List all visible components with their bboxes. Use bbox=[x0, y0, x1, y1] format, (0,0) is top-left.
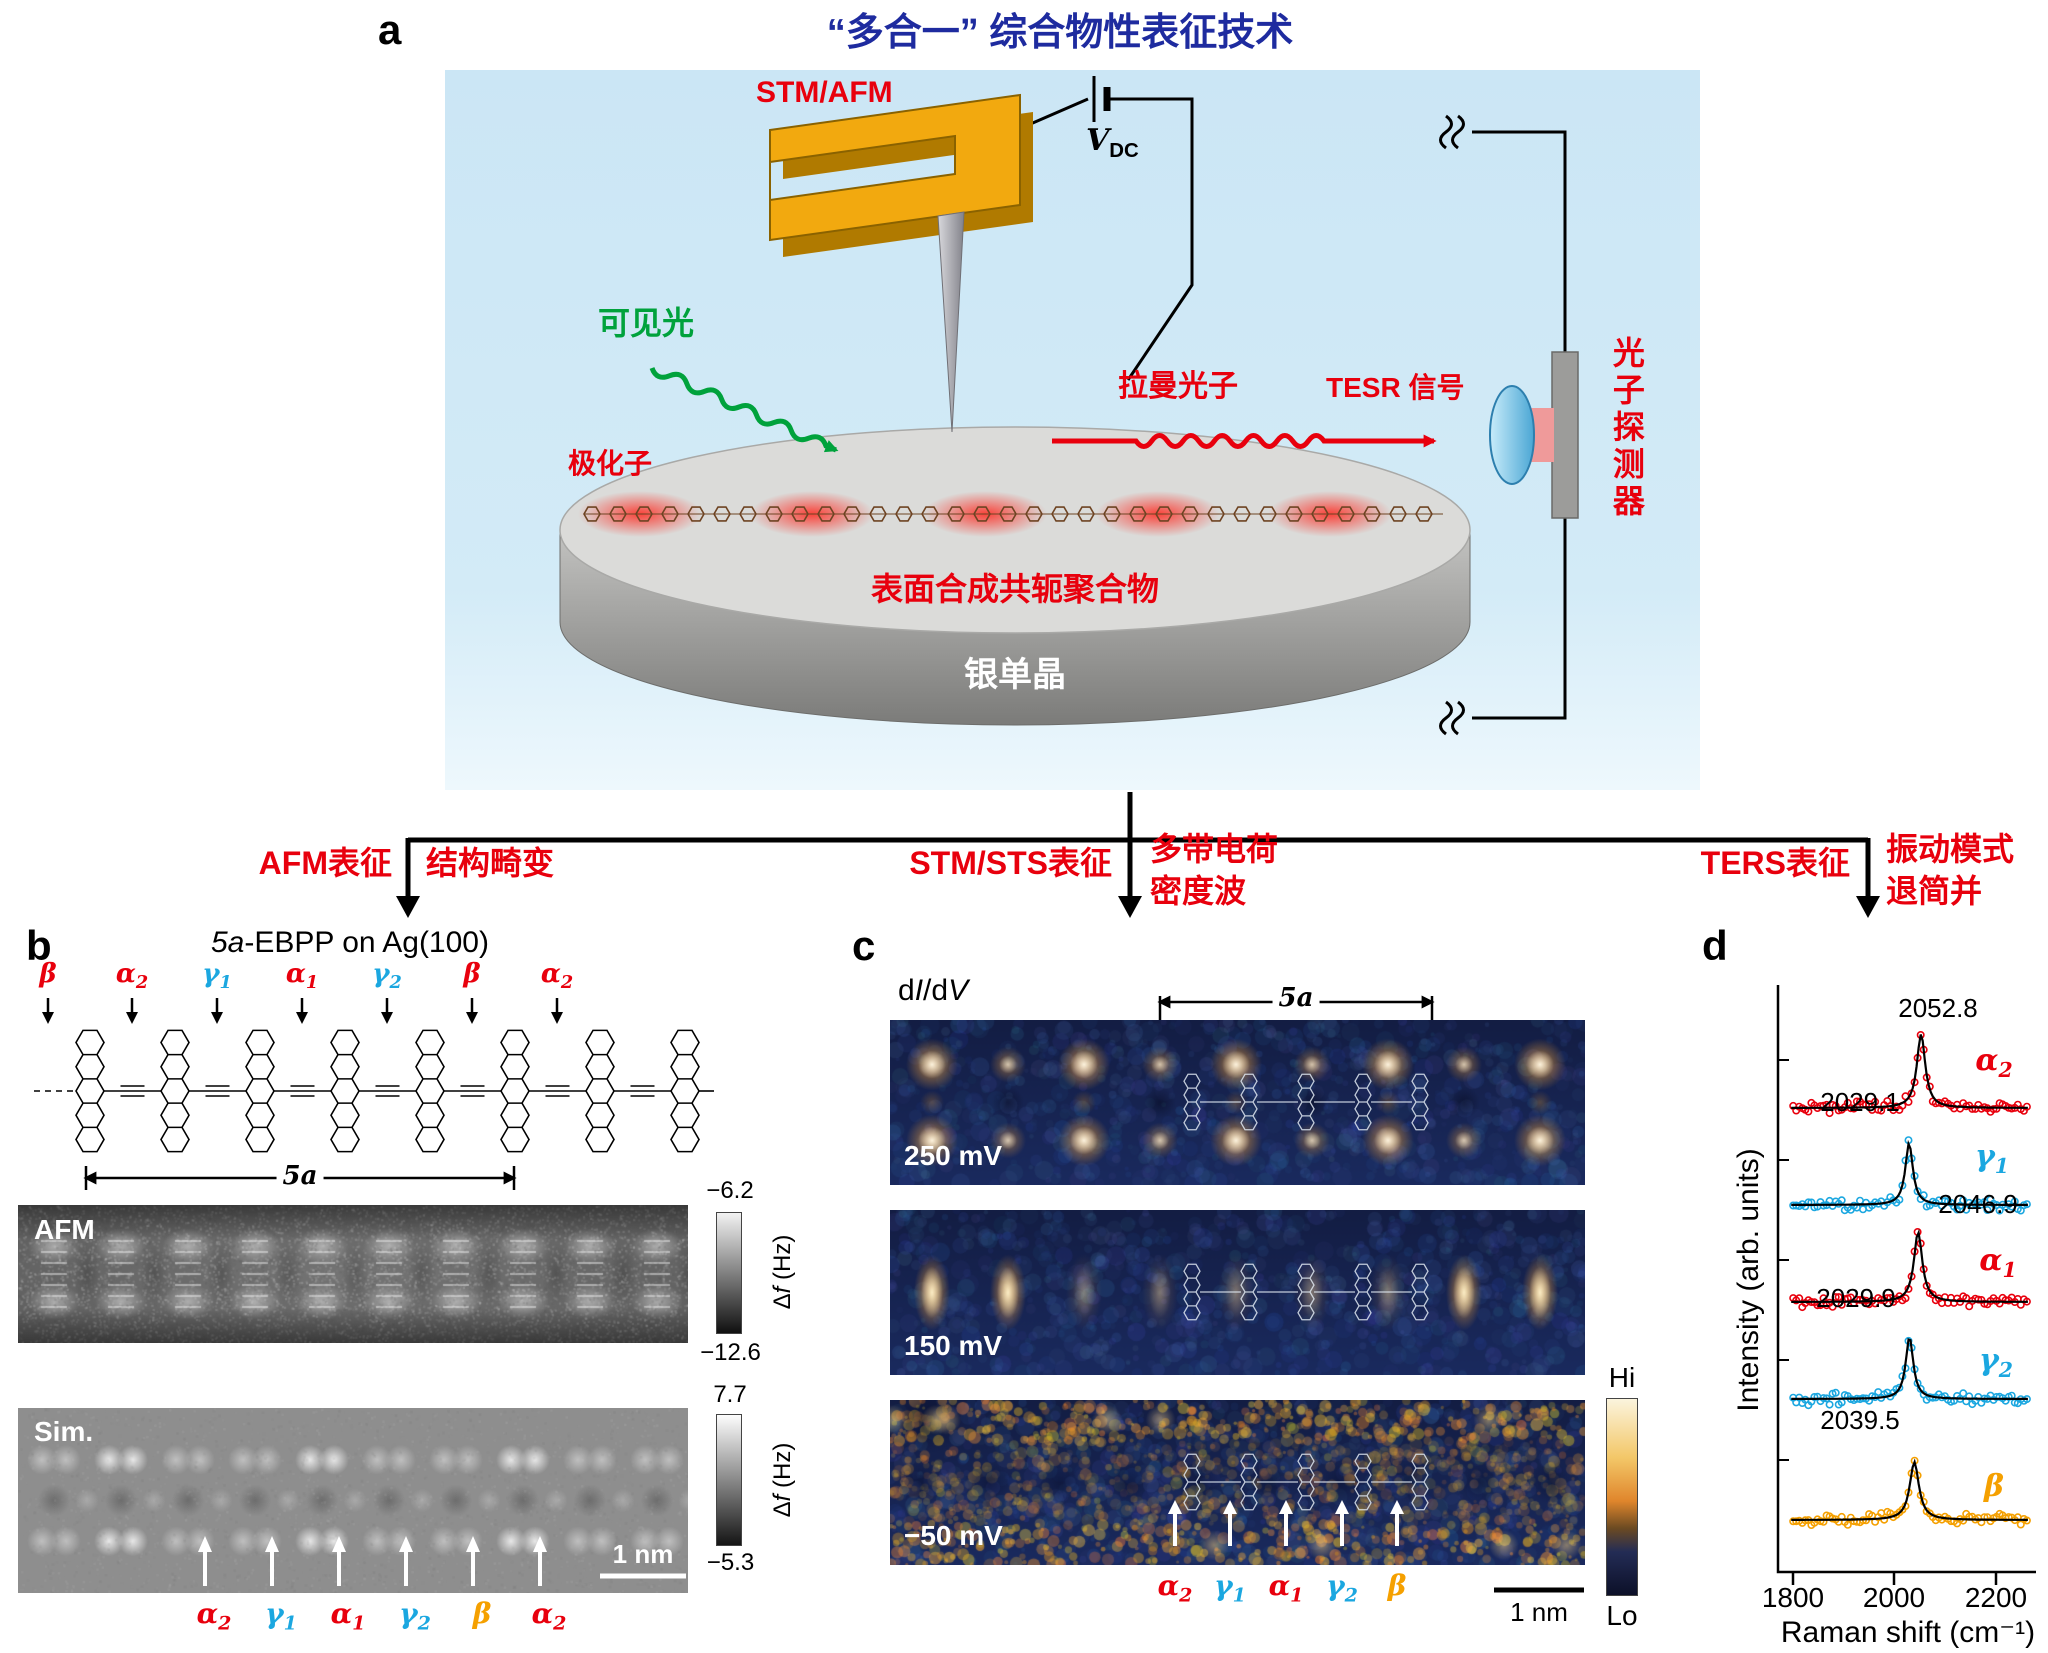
vdc-label: VDC bbox=[1086, 124, 1139, 163]
visible-light-label: 可见光 bbox=[598, 305, 695, 341]
panel-b-title-5a: 5a bbox=[211, 926, 245, 959]
branch-afm-result: 结构畸变 bbox=[426, 845, 555, 881]
polaron-label: 极化子 bbox=[568, 448, 653, 479]
x-tick-2000: 2000 bbox=[1862, 1582, 1926, 1613]
peak-mode-4: β bbox=[1984, 1469, 2004, 1504]
bond-label-b-1: α2 bbox=[115, 959, 149, 994]
panel-b-letter: b bbox=[26, 922, 52, 969]
didv-colorbar bbox=[1606, 1398, 1638, 1596]
panel-d-letter: d bbox=[1702, 922, 1728, 969]
peak-mode-1: γ1 bbox=[1974, 1139, 2010, 1178]
peak-value-4: 2039.5 bbox=[1820, 1405, 1900, 1435]
sim-colorbar-axis: Δf (Hz) bbox=[769, 1442, 796, 1518]
scalebar-label-b: 1 nm bbox=[612, 1539, 674, 1569]
bias-label-minus50mv: −50 mV bbox=[904, 1520, 1003, 1551]
peak-value-1: 2029.1 bbox=[1820, 1087, 1900, 1117]
mode-label-b-0: α2 bbox=[196, 1597, 232, 1635]
afm-simulation-image bbox=[18, 1408, 688, 1593]
vdc-symbol: V bbox=[1086, 123, 1110, 158]
branch-ters-result-line1: 振动模式 bbox=[1886, 831, 2015, 867]
sim-colorbar-min: −5.3 bbox=[706, 1549, 755, 1576]
branch-stm-result-line2: 密度波 bbox=[1150, 873, 1247, 909]
afm-image-tag: AFM bbox=[34, 1214, 95, 1245]
figure-title: “多合一” 综合物性表征技术 bbox=[826, 12, 1294, 54]
branch-stm-technique: STM/STS表征 bbox=[909, 845, 1112, 881]
mode-label-c-3: γ2 bbox=[1326, 1569, 1358, 1607]
mode-label-c-0: α2 bbox=[1157, 1569, 1193, 1607]
bond-label-b-5: β bbox=[463, 959, 481, 989]
peak-mode-3: γ2 bbox=[1978, 1343, 2014, 1382]
panel-b-title: 5a-EBPP on Ag(100) bbox=[140, 926, 560, 960]
branch-stm-result-line1: 多带电荷 bbox=[1150, 831, 1279, 867]
bond-label-b-2: γ1 bbox=[202, 959, 232, 994]
afm-colorbar bbox=[716, 1212, 742, 1334]
panel-c-letter: c bbox=[852, 922, 876, 969]
mode-label-c-4: β bbox=[1387, 1569, 1407, 1602]
bond-label-b-4: γ2 bbox=[372, 959, 402, 994]
y-axis-label: Intensity (arb. units) bbox=[1732, 1148, 1765, 1412]
substrate-label: 银单晶 bbox=[964, 656, 1066, 694]
stm-afm-label: STM/AFM bbox=[756, 76, 893, 109]
mode-label-b-4: β bbox=[472, 1597, 492, 1630]
branch-ters-technique: TERS表征 bbox=[1700, 845, 1850, 881]
peak-value-0: 2052.8 bbox=[1898, 993, 1978, 1023]
x-axis-label: Raman shift (cm⁻¹) bbox=[1780, 1616, 2036, 1649]
bond-label-b-0: β bbox=[39, 959, 57, 989]
mode-label-c-1: γ1 bbox=[1214, 1569, 1246, 1607]
peak-value-2: 2046.9 bbox=[1938, 1189, 2018, 1219]
mode-label-b-2: α1 bbox=[330, 1597, 366, 1635]
peak-value-3: 2029.9 bbox=[1816, 1283, 1896, 1313]
sim-colorbar bbox=[716, 1414, 742, 1546]
x-tick-2200: 2200 bbox=[1964, 1582, 2028, 1613]
didv-colorbar-lo: Lo bbox=[1606, 1600, 1638, 1631]
panel-a-letter: a bbox=[378, 6, 402, 53]
vdc-subscript: DC bbox=[1109, 140, 1139, 162]
raman-photon-label: 拉曼光子 bbox=[1118, 370, 1238, 403]
bond-label-b-3: α1 bbox=[285, 959, 319, 994]
branch-ters-result-line2: 退简并 bbox=[1886, 873, 1983, 909]
bias-label-150mv: 150 mV bbox=[904, 1330, 1003, 1361]
peak-mode-2: α1 bbox=[1979, 1243, 2017, 1282]
mode-label-b-3: γ2 bbox=[399, 1597, 431, 1635]
afm-image bbox=[18, 1205, 688, 1343]
schematic-background bbox=[445, 70, 1700, 790]
mode-label-c-2: α1 bbox=[1268, 1569, 1304, 1607]
didv-label: dI/dV bbox=[898, 974, 969, 1007]
mode-label-b-5: α2 bbox=[531, 1597, 567, 1635]
sim-colorbar-max: 7.7 bbox=[713, 1381, 747, 1408]
afm-colorbar-axis: Δf (Hz) bbox=[769, 1234, 796, 1310]
unit-cell-span-label-c: 5a bbox=[1272, 983, 1320, 1014]
x-tick-1800: 1800 bbox=[1761, 1582, 1825, 1613]
unit-cell-span-label-b: 5a bbox=[276, 1161, 324, 1192]
scalebar-label-c: 1 nm bbox=[1510, 1597, 1568, 1627]
didv-colorbar-hi: Hi bbox=[1608, 1362, 1636, 1393]
sim-image-tag: Sim. bbox=[34, 1416, 94, 1447]
mode-label-b-1: γ1 bbox=[265, 1597, 297, 1635]
branch-afm-technique: AFM表征 bbox=[258, 845, 392, 881]
polymer-label: 表面合成共轭聚合物 bbox=[870, 571, 1160, 607]
bias-label-250mv: 250 mV bbox=[904, 1140, 1003, 1171]
panel-b-title-rest: -EBPP on Ag(100) bbox=[244, 926, 489, 959]
peak-mode-0: α2 bbox=[1975, 1043, 2013, 1082]
tesr-signal-label: TESR 信号 bbox=[1326, 372, 1465, 403]
bond-label-b-6: α2 bbox=[540, 959, 574, 994]
afm-colorbar-min: −12.6 bbox=[700, 1339, 761, 1366]
photon-detector-label: 光子探测器 bbox=[1608, 336, 1645, 521]
afm-colorbar-max: −6.2 bbox=[706, 1177, 754, 1204]
